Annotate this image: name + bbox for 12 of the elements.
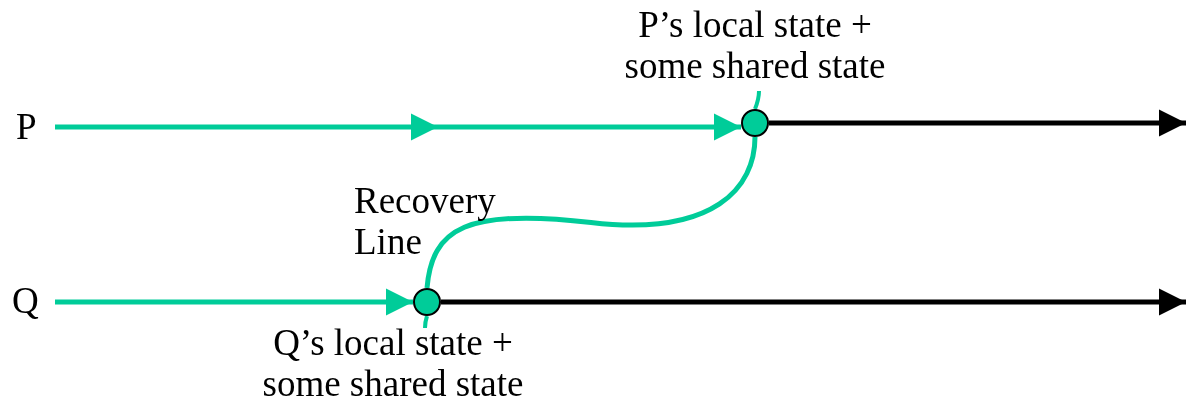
- process-label: P: [16, 106, 37, 147]
- timeline-arrow: [769, 109, 1186, 137]
- checkpoint-circle: [741, 109, 769, 137]
- checkpoint-caption: Q’s local state + some shared state: [261, 322, 525, 404]
- edge-label: Recovery Line: [354, 180, 497, 262]
- timeline-arrow: [55, 288, 413, 316]
- process-label: Q: [12, 280, 39, 321]
- recovery-line: [424, 136, 758, 289]
- checkpoint-caption: P’s local state + some shared state: [623, 4, 887, 86]
- timeline-arrow: [441, 288, 1186, 316]
- timeline-arrow: [55, 113, 741, 141]
- checkpoint-circle: [413, 288, 441, 316]
